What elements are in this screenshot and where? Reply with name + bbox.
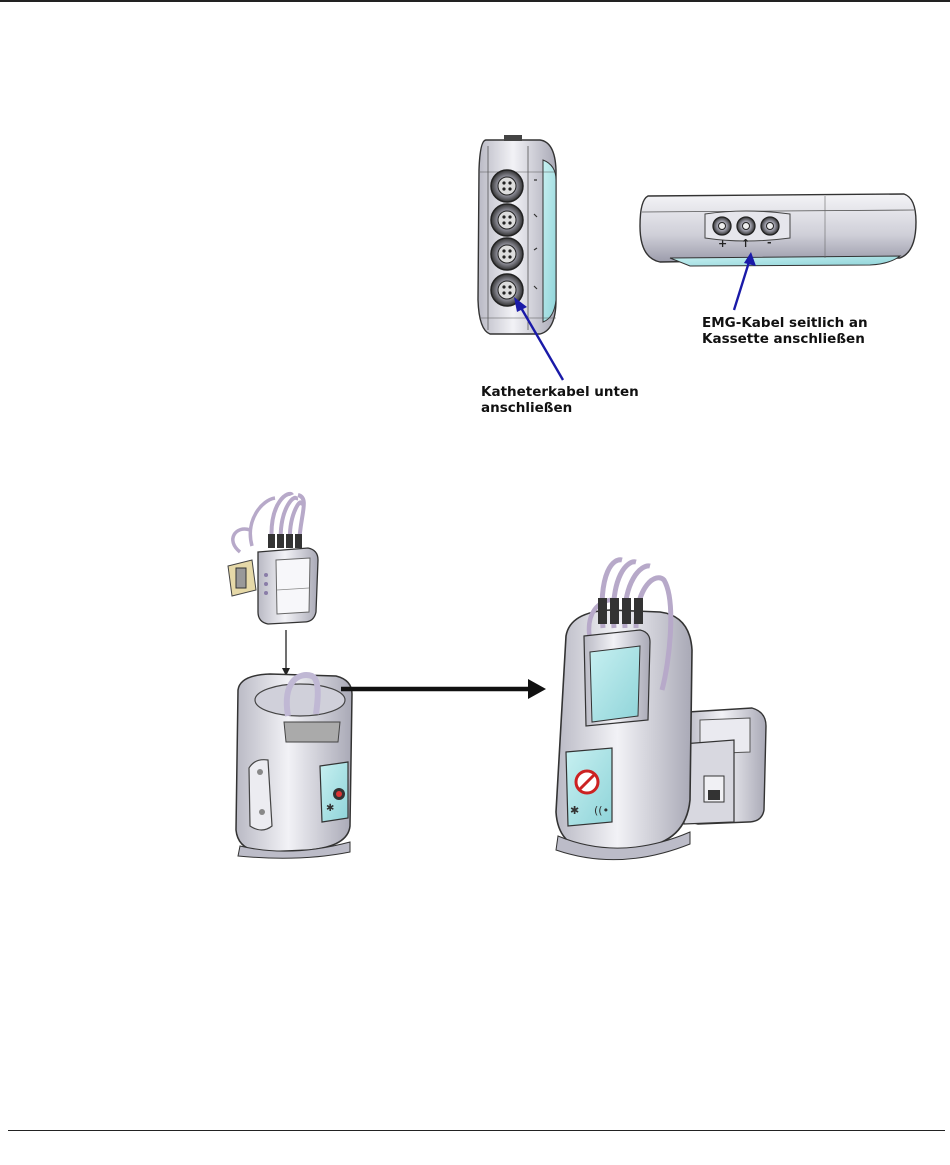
emg-symbol-minus: - — [767, 236, 772, 249]
catheter-port-1 — [491, 170, 523, 202]
insert-arrow — [282, 630, 290, 676]
catheter-callout-line2: anschließen — [481, 400, 639, 416]
svg-text:✱: ✱ — [326, 803, 334, 814]
emg-symbol-ground: ↑ — [741, 237, 750, 250]
catheter-port-3 — [491, 238, 523, 270]
svg-text:((•: ((• — [594, 804, 609, 817]
bottom-rule — [8, 1130, 945, 1131]
catheter-callout: Katheterkabel unten anschließen — [481, 384, 639, 416]
emg-port-minus — [761, 217, 779, 235]
svg-text:✱: ✱ — [570, 804, 579, 817]
emg-callout-line2: Kassette anschließen — [702, 331, 868, 347]
catheter-port-2 — [491, 204, 523, 236]
emg-port-ground — [737, 217, 755, 235]
catheter-callout-line1: Katheterkabel unten — [481, 384, 639, 400]
cassette-top-clip — [504, 135, 522, 141]
assembled-dock: ✱ ((• — [556, 560, 766, 860]
emg-callout: EMG-Kabel seitlich an Kassette anschließ… — [702, 315, 868, 347]
emg-symbol-plus: + — [718, 237, 727, 250]
assembly-arrow — [341, 679, 546, 699]
emg-port-plus — [713, 217, 731, 235]
emg-callout-line1: EMG-Kabel seitlich an — [702, 315, 868, 331]
cassette-with-cables — [228, 494, 318, 624]
cassette-top-view: + ↑ - — [640, 194, 916, 266]
empty-dock: ✱ — [236, 674, 352, 858]
